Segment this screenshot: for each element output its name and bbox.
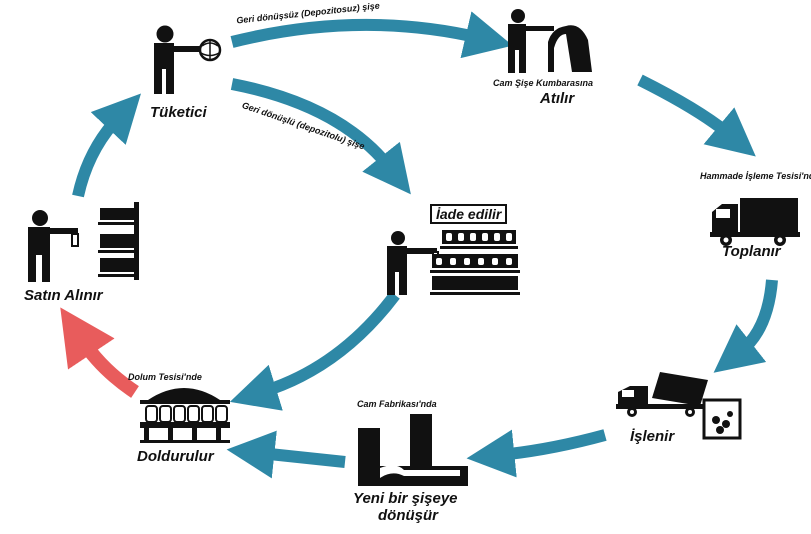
truck-icon xyxy=(710,198,800,246)
arrow-tuketici-to-iade xyxy=(230,78,411,195)
label-satin-alinir: Satın Alınır xyxy=(24,287,103,304)
note-cam-sise: Cam Şişe Kumbarasına xyxy=(493,78,594,88)
arrow-islenir-to-fabrika xyxy=(466,429,607,478)
arrow-tuketici-to-atilir xyxy=(230,11,513,59)
label-yeni-sise-line1: Yeni bir şişeye xyxy=(353,490,458,507)
label-tuketici: Tüketici xyxy=(150,104,207,121)
note-cam-fabrikasi: Cam Fabrikası'nda xyxy=(357,399,437,409)
label-toplanir: Toplanır xyxy=(722,243,781,260)
dump-truck-icon xyxy=(616,372,742,440)
note-dolum-tesisi: Dolum Tesisi'nde xyxy=(128,372,202,382)
arrow-satin-to-tuketici xyxy=(72,93,141,198)
filling-plant-icon xyxy=(140,388,230,443)
cycle-arrows xyxy=(60,11,778,479)
person-at-bin-icon xyxy=(508,9,592,73)
arrow-fabrika-to-doldurulur xyxy=(226,430,346,479)
arrow-iade-to-doldurulur xyxy=(229,291,400,411)
person-with-globe-icon xyxy=(154,25,222,94)
label-iade-edilir: İade edilir xyxy=(430,204,508,224)
person-shopping-icon xyxy=(28,202,139,282)
person-returning-bottles-icon xyxy=(387,230,520,295)
arrow-toplanir-to-islenir xyxy=(713,279,778,373)
arrow-atilir-to-toplanir xyxy=(637,74,756,157)
factory-icon xyxy=(358,414,468,486)
arrow-doldurulur-to-satin xyxy=(60,307,139,398)
label-atilir: Atılır xyxy=(540,90,575,107)
note-hammadde: Hammade İşleme Tesisi'nde xyxy=(700,171,811,181)
label-yeni-sise-line2: dönüşür xyxy=(378,507,438,524)
label-islenir: İşlenir xyxy=(630,428,675,445)
label-doldurulur: Doldurulur xyxy=(137,448,214,465)
